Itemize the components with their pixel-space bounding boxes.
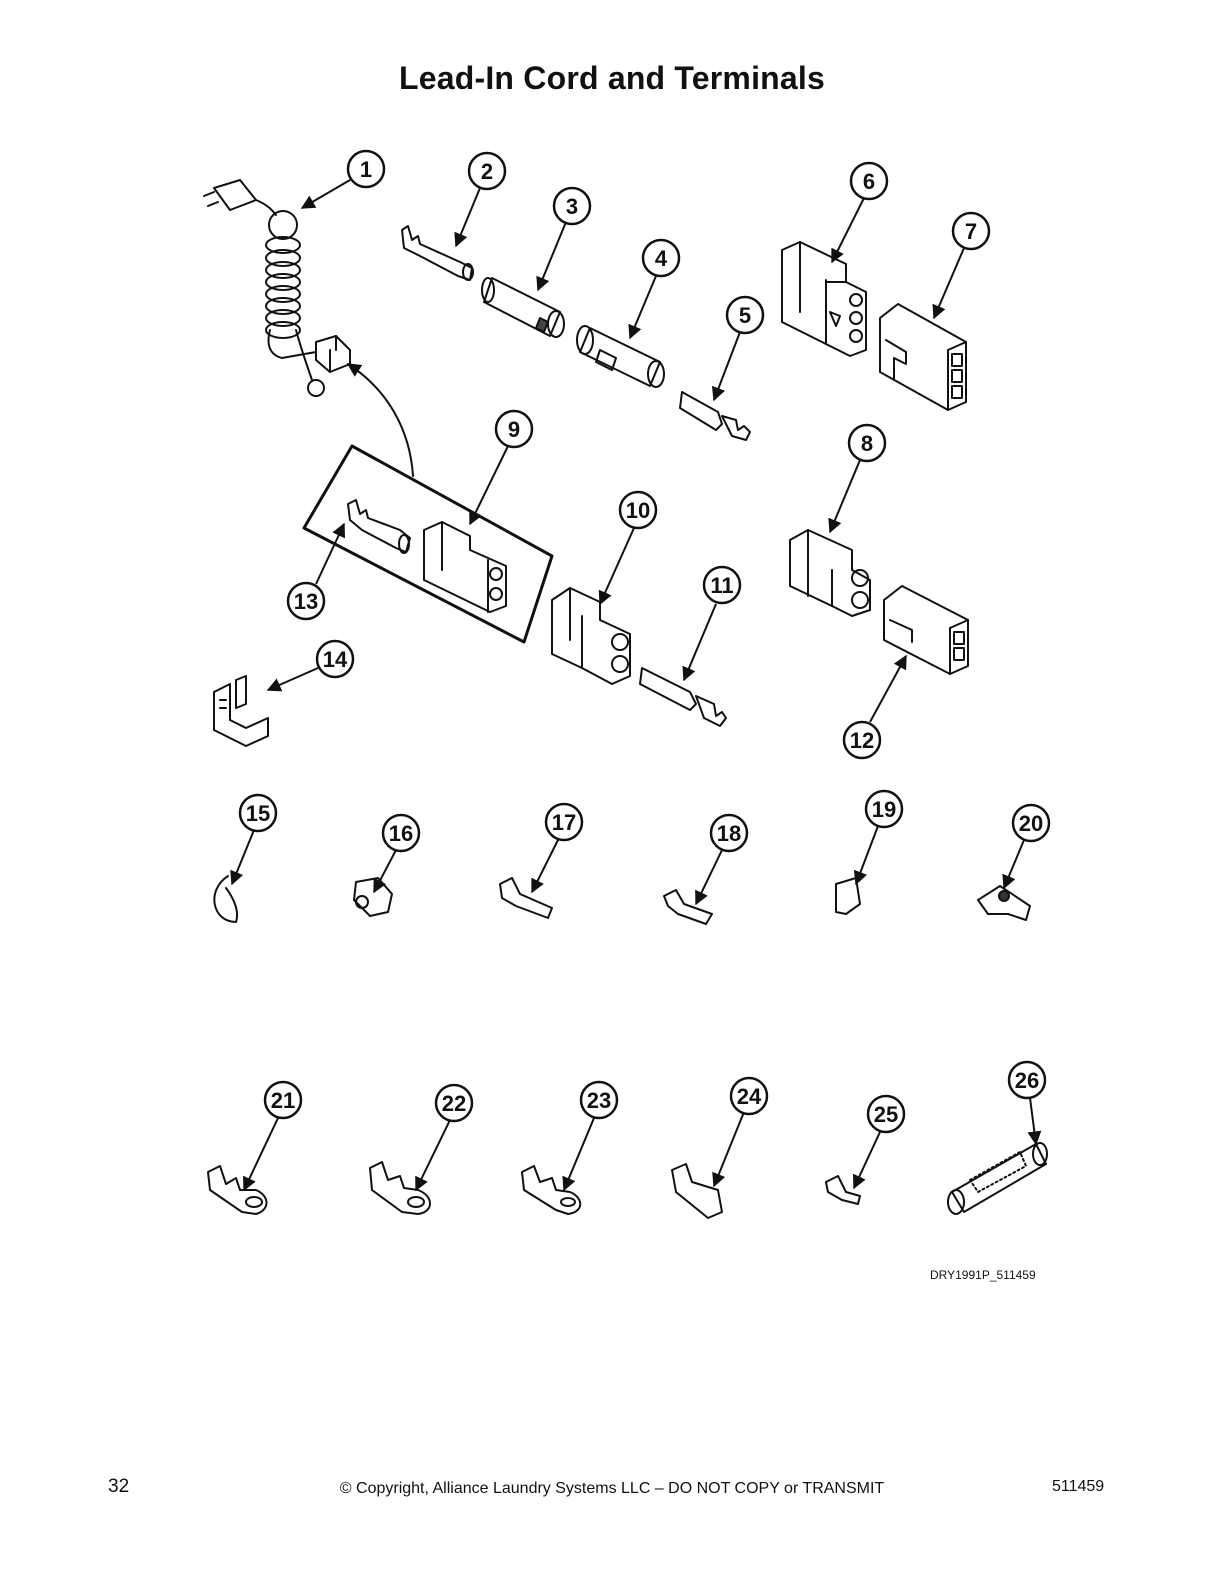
callout-1: 1 bbox=[360, 157, 372, 182]
callout-2: 2 bbox=[481, 159, 493, 184]
callout-7: 7 bbox=[965, 219, 977, 244]
callout-17: 17 bbox=[552, 810, 576, 835]
connector-housing-part-6 bbox=[781, 241, 867, 357]
callout-20: 20 bbox=[1019, 811, 1043, 836]
callout-4: 4 bbox=[655, 246, 668, 271]
pin-terminal-part-11 bbox=[639, 667, 727, 727]
kit-box bbox=[302, 363, 554, 644]
callout-12-circle bbox=[842, 720, 882, 760]
callout-9: 9 bbox=[508, 417, 520, 442]
callout-11-circle bbox=[702, 565, 742, 605]
ring-terminal-part-22 bbox=[369, 1161, 431, 1215]
ring-terminal-part-21 bbox=[207, 1165, 268, 1215]
callout-3-circle bbox=[552, 186, 592, 226]
pin-terminal-part-5 bbox=[679, 391, 751, 441]
terminal-part-17 bbox=[499, 877, 553, 919]
connector-housing-part-10 bbox=[551, 587, 631, 685]
callout-23: 23 bbox=[587, 1088, 611, 1113]
callout-11: 11 bbox=[710, 573, 733, 598]
callout-4-circle bbox=[641, 238, 681, 278]
callout-8-circle bbox=[847, 423, 887, 463]
ring-terminal-part-23 bbox=[521, 1165, 582, 1215]
callout-18: 18 bbox=[717, 821, 741, 846]
terminal-part-25 bbox=[825, 1175, 861, 1205]
callout-22-circle bbox=[434, 1083, 474, 1123]
terminal-part-2 bbox=[401, 225, 474, 281]
connector-housing-part-12 bbox=[883, 585, 969, 675]
callout-3: 3 bbox=[566, 194, 578, 219]
callout-17-circle bbox=[544, 802, 584, 842]
connector-housing-part-7 bbox=[879, 303, 967, 411]
callout-13: 13 bbox=[294, 589, 318, 614]
connector-housing-part-8 bbox=[789, 529, 871, 617]
callout-25: 25 bbox=[874, 1102, 898, 1127]
callout-12: 12 bbox=[850, 728, 874, 753]
callout-26-circle bbox=[1007, 1060, 1047, 1100]
retaining-ring-part-15 bbox=[213, 875, 238, 923]
callout-15-circle bbox=[238, 793, 278, 833]
callout-26: 26 bbox=[1015, 1068, 1039, 1093]
callout-25-circle bbox=[866, 1094, 906, 1134]
terminal-part-20 bbox=[977, 885, 1031, 921]
callout-9-circle bbox=[494, 409, 534, 449]
callout-14-circle bbox=[315, 639, 355, 679]
callout-19-circle bbox=[864, 789, 904, 829]
callout-10-circle bbox=[618, 490, 658, 530]
copyright-notice: © Copyright, Alliance Laundry Systems LL… bbox=[339, 1480, 885, 1497]
callout-24: 24 bbox=[737, 1084, 762, 1109]
terminal-part-19 bbox=[835, 877, 861, 915]
callout-18-circle bbox=[709, 813, 749, 853]
callout-6-circle bbox=[849, 161, 889, 201]
page-title: Lead-In Cord and Terminals bbox=[399, 60, 825, 96]
callout-24-circle bbox=[729, 1076, 769, 1116]
callout-5: 5 bbox=[739, 303, 751, 328]
callout-22: 22 bbox=[442, 1091, 466, 1116]
callout-10: 10 bbox=[626, 498, 650, 523]
document-number: 511459 bbox=[1052, 1478, 1105, 1495]
callout-15: 15 bbox=[246, 801, 270, 826]
callout-13-circle bbox=[286, 581, 326, 621]
callout-16-circle bbox=[381, 813, 421, 853]
terminal-part-14 bbox=[213, 675, 269, 747]
callout-5-circle bbox=[725, 295, 765, 335]
callout-19: 19 bbox=[872, 797, 896, 822]
splice-sleeve-part-26 bbox=[947, 1142, 1048, 1215]
terminal-part-18 bbox=[663, 889, 713, 925]
callout-8: 8 bbox=[861, 431, 873, 456]
figure-code: DRY1991P_511459 bbox=[930, 1268, 1036, 1282]
page-number: 32 bbox=[108, 1476, 130, 1497]
sleeve-part-4 bbox=[576, 325, 665, 388]
terminal-part-24 bbox=[671, 1163, 723, 1219]
callout-14: 14 bbox=[323, 647, 348, 672]
callout-6: 6 bbox=[863, 169, 875, 194]
callout-23-circle bbox=[579, 1080, 619, 1120]
callout-2-circle bbox=[467, 151, 507, 191]
callout-16: 16 bbox=[389, 821, 413, 846]
callout-21-circle bbox=[263, 1080, 303, 1120]
callout-1-circle bbox=[346, 149, 386, 189]
callout-7-circle bbox=[951, 211, 991, 251]
sleeve-part-3 bbox=[481, 277, 565, 338]
callout-20-circle bbox=[1011, 803, 1051, 843]
terminal-part-16 bbox=[353, 877, 393, 917]
callout-21: 21 bbox=[271, 1088, 295, 1113]
lead-in-cord-part bbox=[203, 179, 351, 397]
